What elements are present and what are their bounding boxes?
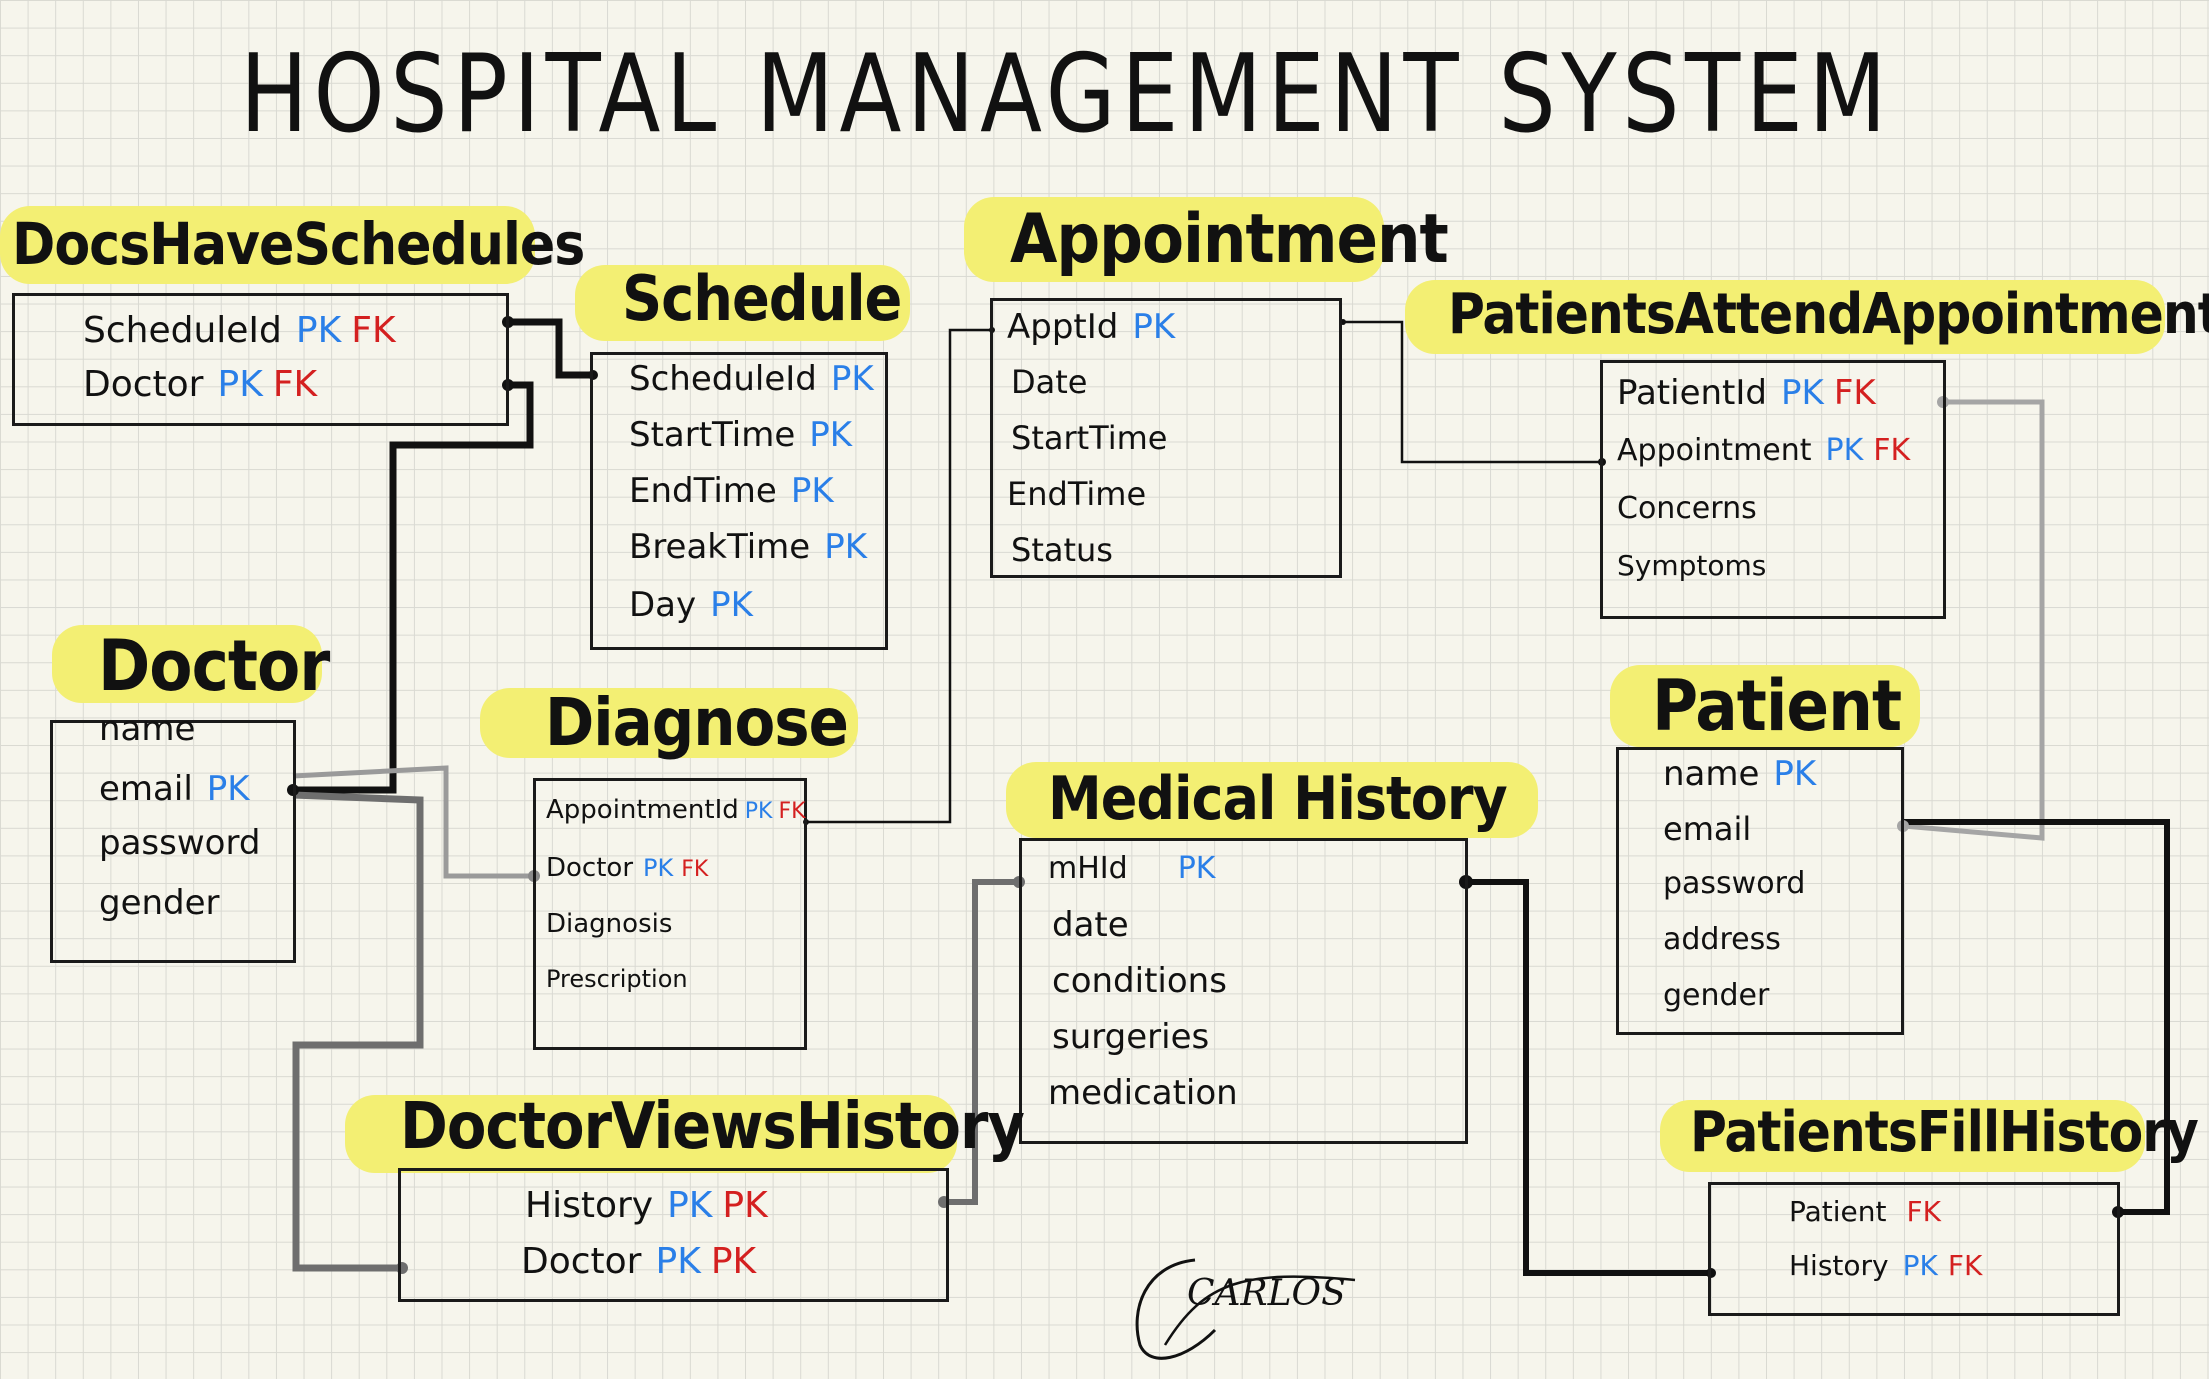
attribute-row: surgeries bbox=[1052, 1017, 1210, 1057]
connector-doctor-views bbox=[292, 791, 424, 1272]
connector-docs-doctor bbox=[293, 381, 534, 794]
entity-title-patient: Patient bbox=[1652, 665, 1902, 747]
entity-title-patients-attend-appointments: PatientsAttendAppointments bbox=[1448, 282, 2209, 347]
attribute-row: date bbox=[1052, 905, 1129, 945]
attribute-row: password bbox=[99, 823, 261, 863]
attribute-row: StartTime bbox=[1011, 419, 1168, 457]
attribute-row: address bbox=[1663, 922, 1781, 957]
attribute-row: Symptoms bbox=[1617, 549, 1767, 582]
highlight bbox=[1405, 280, 2165, 354]
author-signature: CARLOS bbox=[1135, 1258, 1356, 1360]
entity-title-docs-have-schedules: DocsHaveSchedules bbox=[12, 210, 585, 278]
highlight bbox=[1610, 665, 1920, 747]
attribute-row: EndTime bbox=[1007, 475, 1147, 513]
attribute-row: Prescription bbox=[546, 965, 688, 993]
attribute-row: Concerns bbox=[1617, 491, 1757, 526]
entity-title-patients-fill-history: PatientsFillHistory bbox=[1690, 1100, 2199, 1165]
attribute-row: gender bbox=[1663, 978, 1770, 1013]
connector-schedule-docs bbox=[508, 318, 593, 379]
attribute-row: name bbox=[99, 709, 196, 749]
attribute-row: Diagnosis bbox=[546, 909, 673, 939]
highlight bbox=[52, 625, 322, 703]
entity-title-appointment: Appointment bbox=[1010, 200, 1449, 279]
attribute-row: medication bbox=[1048, 1073, 1238, 1113]
attribute-row: gender bbox=[99, 883, 220, 923]
attribute-row: Status bbox=[1011, 531, 1113, 569]
connector-diagnose-appointment bbox=[806, 328, 992, 824]
highlight bbox=[345, 1095, 957, 1173]
connector-attend-patient bbox=[1902, 399, 2045, 841]
highlight bbox=[1006, 762, 1538, 838]
page-title: HOSPITAL MANAGEMENT SYSTEM bbox=[240, 32, 1893, 157]
highlight bbox=[480, 688, 858, 758]
entity-title-doctor: Doctor bbox=[98, 625, 330, 707]
attribute-row: conditions bbox=[1052, 961, 1227, 1001]
attribute-row: email bbox=[1663, 810, 1752, 848]
attribute-row: Date bbox=[1011, 363, 1088, 401]
entity-title-medical-history: Medical History bbox=[1048, 764, 1508, 834]
svg-text:CARLOS: CARLOS bbox=[1187, 1273, 1346, 1314]
entity-title-doctor-views-history: DoctorViewsHistory bbox=[400, 1090, 1025, 1164]
highlight bbox=[575, 265, 910, 341]
connector-appointment-attend bbox=[1343, 320, 1602, 464]
highlight bbox=[1660, 1100, 2145, 1172]
entity-title-schedule: Schedule bbox=[622, 262, 902, 335]
entity-title-diagnose: Diagnose bbox=[545, 684, 849, 761]
highlight bbox=[0, 206, 535, 284]
attribute-row: password bbox=[1663, 866, 1806, 901]
connector-patient-fill bbox=[1903, 819, 2170, 1215]
connector-doctor-diagnose bbox=[292, 765, 534, 879]
connector-history-views bbox=[944, 879, 1019, 1205]
connector-history-fill bbox=[1466, 879, 1711, 1276]
highlight bbox=[964, 197, 1384, 282]
